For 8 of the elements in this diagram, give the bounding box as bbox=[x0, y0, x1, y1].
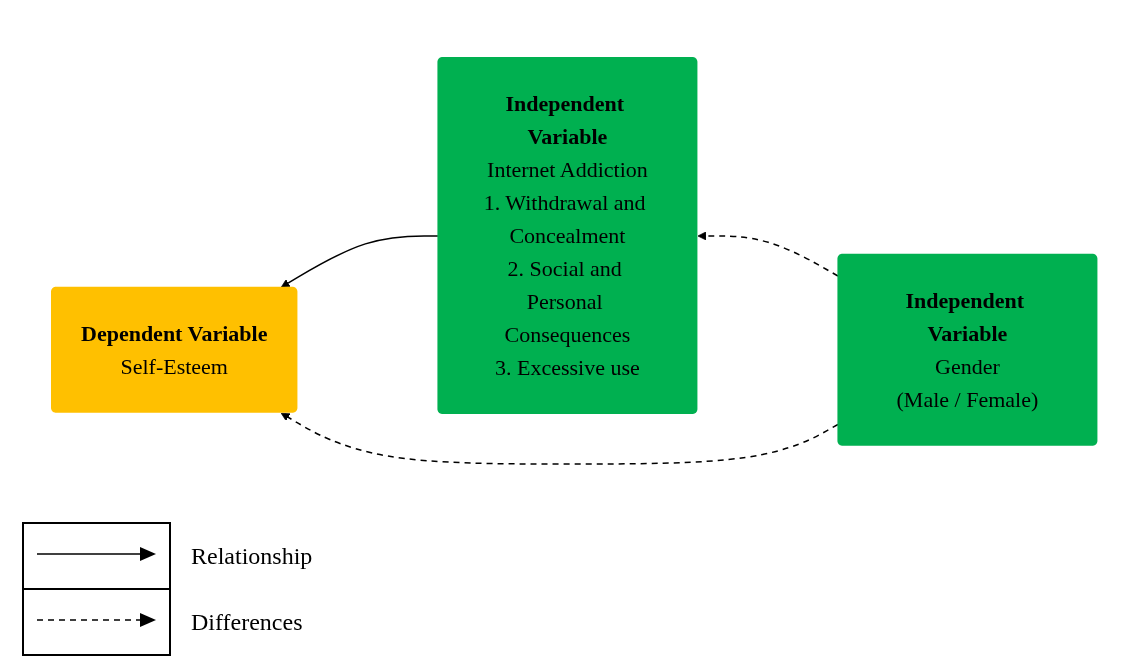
legend-text: Differences bbox=[191, 608, 303, 635]
arrow bbox=[280, 412, 839, 465]
node-box: Independent Variable Internet Addiction 1. Withdrawal and Concealment 2. Social and Personal Consequences 3. Excessive use bbox=[437, 56, 698, 414]
legend-text: Relationship bbox=[191, 542, 313, 569]
node-box: Dependent Variable Self-Esteem bbox=[50, 286, 298, 413]
node-box: Independent Variable Gender (Male / Female) bbox=[837, 253, 1098, 446]
arrow bbox=[280, 234, 439, 288]
arrow bbox=[697, 231, 839, 277]
